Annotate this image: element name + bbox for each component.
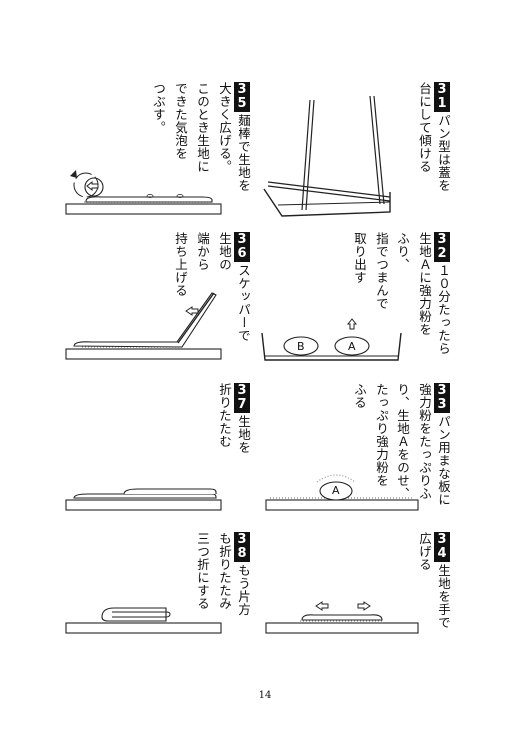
folded-dough-illustration	[65, 488, 222, 511]
dough-label-b: B	[297, 340, 305, 353]
step-34-digit-1: 3	[437, 532, 447, 547]
step-31-line-1: パン型は蓋を	[436, 114, 451, 192]
step-36-line-4: 持ち上げる	[173, 232, 188, 297]
step-35-line-5: つぶす。	[151, 82, 166, 134]
page-number: 14	[258, 690, 272, 701]
dough-label-a-board: A	[332, 484, 340, 497]
step-32-line-5: 取り出す	[352, 232, 367, 284]
step-32-line-4: 指でつまんで	[374, 232, 389, 310]
step-34-digit-2: 4	[437, 546, 447, 561]
step-35-digit-1: 3	[237, 82, 247, 97]
step-37-line-2: 折りたたむ	[217, 383, 232, 448]
step-33-line-2: 強力粉をたっぷりふ	[417, 383, 432, 500]
step-38-line-3: 三つ折にする	[195, 532, 210, 610]
step-38-digit-2: 8	[237, 546, 247, 561]
step-36-line-2: 生地の	[217, 232, 232, 271]
step-33-line-5: ふる	[352, 383, 367, 409]
step-34-line-1: 生地を手で	[436, 564, 451, 629]
step-31-digit-1: 3	[437, 82, 447, 97]
spreading-dough-illustration	[265, 601, 419, 634]
step-38-line-1: もう片方	[236, 564, 251, 616]
step-35-line-3: このとき生地に	[195, 82, 210, 173]
step-33-digit-2: 3	[437, 397, 447, 412]
step-36-digit-2: 6	[237, 246, 247, 261]
tilted-pan-illustration	[263, 95, 391, 217]
step-32-digit-2: 2	[437, 246, 447, 261]
step-31-line-2: 台にして傾ける	[417, 82, 432, 173]
step-33-digit-1: 3	[437, 383, 447, 398]
step-34-line-2: 広げる	[417, 532, 432, 571]
step-33-line-4: たっぷり強力粉を	[374, 383, 389, 487]
dough-label-a: A	[348, 340, 356, 353]
scraper-lifting-illustration	[65, 292, 222, 360]
step-37-line-1: 生地を	[236, 415, 251, 454]
rolling-pin-illustration	[65, 170, 222, 215]
step-33-line-1: パン用まな板に	[436, 415, 451, 506]
step-31-digit-2: 1	[437, 96, 447, 111]
step-37-digit-1: 3	[237, 383, 247, 398]
step-37-digit-2: 7	[237, 397, 247, 412]
trifold-dough-illustration	[65, 607, 222, 634]
step-38-digit-1: 3	[237, 532, 247, 547]
step-36-line-3: 端から	[195, 232, 210, 271]
pan-with-dough-illustration	[261, 318, 402, 361]
step-35-line-2: 大きく広げる。	[217, 82, 232, 173]
step-35-digit-2: 5	[237, 96, 247, 111]
board-with-dough-illustration	[265, 474, 419, 511]
step-32-line-1: １０分たったら	[436, 264, 451, 355]
step-32-line-3: ふり、	[395, 232, 410, 271]
step-32-line-2: 生地Ａに強力粉を	[417, 232, 432, 336]
step-38-line-2: も折りたたみ	[217, 532, 232, 610]
step-36-digit-1: 3	[237, 232, 247, 247]
step-33-line-3: り、生地Ａをのせ、	[395, 383, 410, 500]
step-32-digit-1: 3	[437, 232, 447, 247]
step-35-line-1: 麺棒で生地を	[236, 114, 251, 192]
step-36-line-1: スケッパーで	[236, 264, 251, 342]
step-35-line-4: できた気泡を	[173, 82, 188, 160]
